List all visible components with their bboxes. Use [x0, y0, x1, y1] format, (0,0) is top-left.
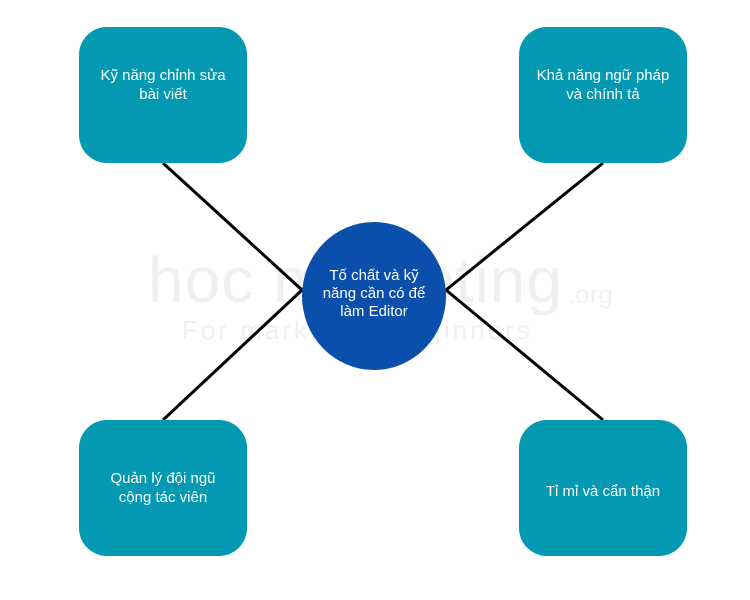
node-label: Khả năng ngữ pháp và chính tả — [536, 67, 670, 103]
connector-top-right — [445, 161, 604, 292]
node-editing-skills: Kỹ năng chỉnh sửa bài viết — [79, 27, 247, 163]
center-node-label: Tố chất và kỹ năng cần có để làm Editor — [322, 267, 426, 320]
connector-bottom-right — [445, 288, 604, 422]
node-manage-collaborators: Quản lý đội ngũ cộng tác viên — [79, 420, 247, 556]
connector-top-left — [161, 161, 304, 292]
node-grammar-spelling: Khả năng ngữ pháp và chính tả — [519, 27, 687, 163]
connector-bottom-left — [161, 288, 304, 422]
node-label: Tỉ mỉ và cẩn thận — [545, 482, 661, 500]
node-meticulous-careful: Tỉ mỉ và cẩn thận — [519, 420, 687, 556]
center-node: Tố chất và kỹ năng cần có để làm Editor — [302, 222, 446, 370]
node-label: Quản lý đội ngũ cộng tác viên — [110, 470, 216, 506]
node-label: Kỹ năng chỉnh sửa bài viết — [100, 67, 226, 103]
